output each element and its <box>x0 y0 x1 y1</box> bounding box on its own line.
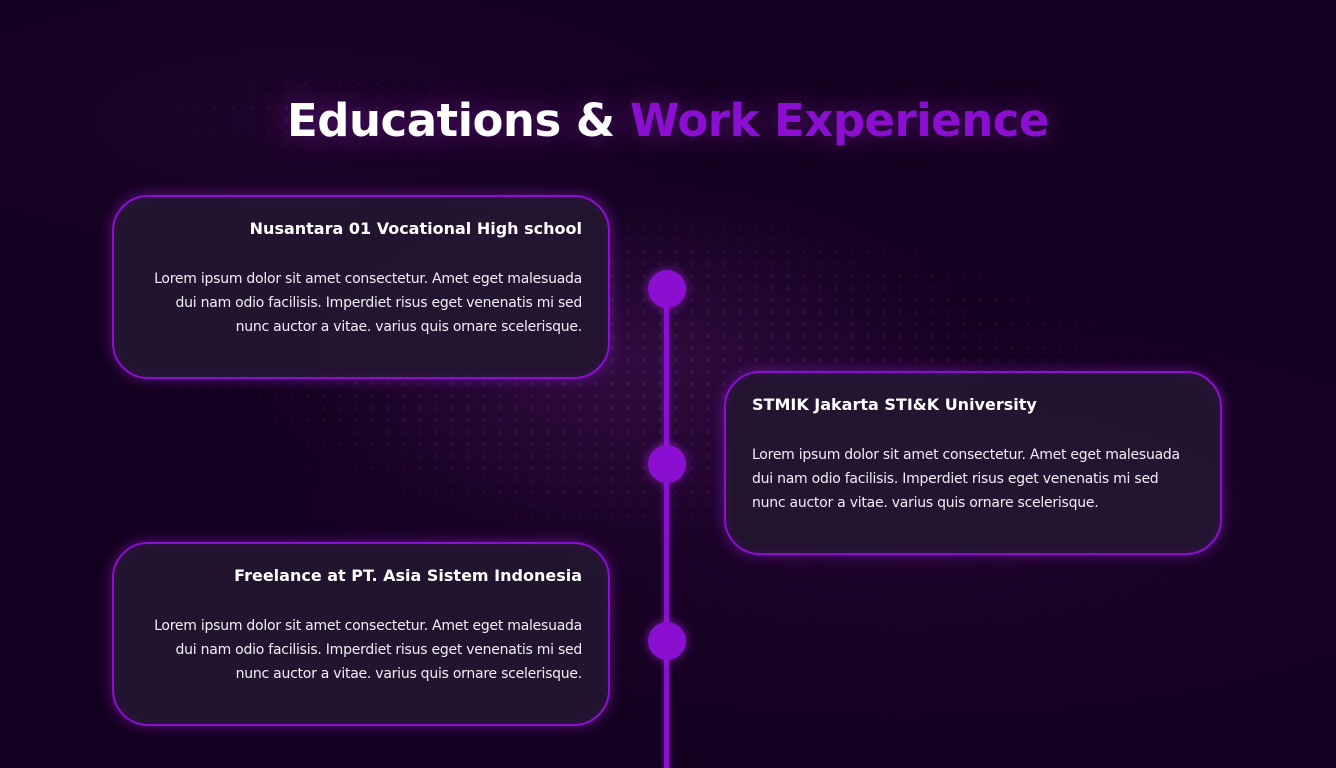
timeline-dot <box>648 445 686 483</box>
timeline-card-education-highschool: Nusantara 01 Vocational High school Lore… <box>112 195 610 379</box>
timeline-card-education-university: STMIK Jakarta STI&K University Lorem ips… <box>724 371 1222 555</box>
card-title: Freelance at PT. Asia Sistem Indonesia <box>234 566 582 585</box>
card-description: Lorem ipsum dolor sit amet consectetur. … <box>154 618 582 682</box>
timeline-dot <box>648 622 686 660</box>
section-title: Educations & Work Experience <box>0 88 1336 154</box>
section-title-main: Educations & <box>287 94 630 147</box>
timeline-card-work-freelance: Freelance at PT. Asia Sistem Indonesia L… <box>112 542 610 726</box>
card-title: Nusantara 01 Vocational High school <box>249 219 582 238</box>
section-title-accent: Work Experience <box>629 94 1050 147</box>
card-description: Lorem ipsum dolor sit amet consectetur. … <box>154 271 582 335</box>
timeline-dot <box>648 270 686 308</box>
card-title: STMIK Jakarta STI&K University <box>752 395 1037 414</box>
background-dot-pattern <box>80 30 560 190</box>
timeline-line <box>664 290 669 768</box>
card-description: Lorem ipsum dolor sit amet consectetur. … <box>752 447 1180 511</box>
